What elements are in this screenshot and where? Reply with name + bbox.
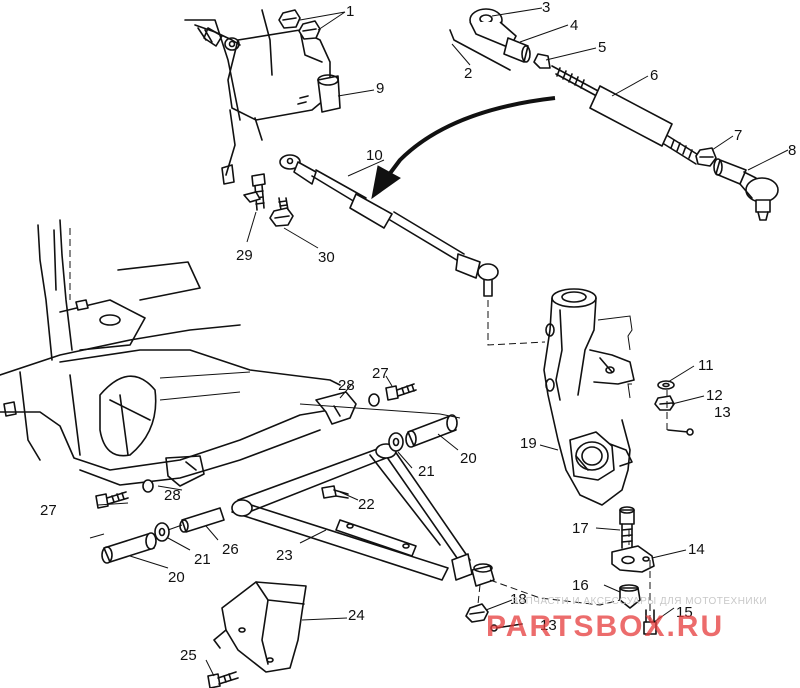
cotter-pin-13-bottom — [490, 623, 523, 632]
callout-22: 22 — [358, 496, 375, 513]
nut-7 — [695, 147, 717, 167]
bracket-connector-lines — [597, 315, 633, 399]
washer-28-upper — [368, 393, 380, 407]
callout-4: 4 — [570, 17, 578, 34]
callout-15: 15 — [676, 604, 693, 621]
bolt-30 — [269, 197, 294, 227]
sleeve-20-lower — [101, 532, 157, 564]
callout-8: 8 — [788, 142, 796, 159]
callout-26: 26 — [222, 541, 239, 558]
callout-24: 24 — [348, 607, 365, 624]
callout-6: 6 — [650, 67, 658, 84]
callout-13-bottom: 13 — [540, 617, 557, 634]
curved-arrow — [371, 96, 556, 200]
sleeve-26 — [179, 507, 225, 533]
tie-rod-to-spindle-line — [487, 300, 546, 346]
callout-25: 25 — [180, 647, 197, 664]
tie-rod-sleeve — [551, 65, 701, 165]
ball-joint-16 — [619, 584, 641, 609]
plate-14 — [611, 545, 655, 573]
bolt-15 — [643, 609, 657, 635]
washer-11 — [657, 380, 675, 390]
bolt-29 — [243, 173, 266, 211]
cotter-pin-13-top — [667, 428, 694, 436]
tie-rod-end-outer — [713, 158, 779, 221]
watermark: ЗАПЧАСТИ И АКСЕССУАРЫ ДЛЯ МОТОТЕХНИКИ PA… — [486, 596, 767, 643]
washer-28-lower — [142, 479, 154, 493]
spindle-19 — [543, 288, 635, 506]
sleeve-20-upper — [405, 414, 458, 448]
callout-2: 2 — [464, 65, 472, 82]
watermark-tagline: ЗАПЧАСТИ И АКСЕССУАРЫ ДЛЯ МОТОТЕХНИКИ — [512, 596, 767, 607]
callout-9: 9 — [376, 80, 384, 97]
callout-numbers: 1 2 3 4 5 6 7 8 9 10 11 12 13 13 14 15 1… — [40, 0, 796, 664]
bolt-27-lower — [95, 491, 129, 509]
callout-20-upper: 20 — [460, 450, 477, 467]
watermark-site: PARTSBOX.RU — [486, 610, 724, 643]
callout-1: 1 — [346, 3, 354, 20]
callout-16: 16 — [572, 577, 589, 594]
callout-28-upper: 28 — [338, 377, 355, 394]
bolt-17 — [619, 506, 635, 549]
bolt-25 — [207, 671, 239, 688]
bracket-2-line — [449, 29, 511, 71]
callout-10: 10 — [366, 147, 383, 164]
callout-5: 5 — [598, 39, 606, 56]
callout-20-lower: 20 — [168, 569, 185, 586]
callout-28-lower: 28 — [164, 487, 181, 504]
callout-27-lower: 27 — [40, 502, 57, 519]
callout-14: 14 — [688, 541, 705, 558]
spindle-lower-guide — [628, 530, 651, 622]
tie-rod-end-inner — [469, 8, 551, 69]
callout-17: 17 — [572, 520, 589, 537]
skid-plate-24 — [213, 581, 307, 673]
nut-12 — [654, 395, 675, 411]
callout-21-upper: 21 — [418, 463, 435, 480]
a-arm-to-spindle-line — [489, 579, 621, 606]
callout-29: 29 — [236, 247, 253, 264]
a-arm-nut-guide — [477, 584, 481, 605]
pivot-axis-lines — [89, 403, 461, 539]
callout-27-upper: 27 — [372, 365, 389, 382]
washer-21-lower — [154, 522, 170, 542]
callout-19: 19 — [520, 435, 537, 452]
leader-lines — [97, 7, 789, 677]
callout-21-lower: 21 — [194, 551, 211, 568]
callout-30: 30 — [318, 249, 335, 266]
vehicle-frame — [0, 219, 341, 487]
a-arm-23 — [231, 443, 495, 587]
callout-18: 18 — [510, 591, 527, 608]
callout-13-top: 13 — [714, 404, 731, 421]
callout-3: 3 — [542, 0, 550, 16]
bolt-27-upper — [385, 383, 417, 401]
washer-21-upper — [388, 432, 404, 452]
callout-11: 11 — [698, 357, 714, 374]
nut-18 — [465, 603, 489, 623]
steering-post-assembly — [184, 9, 341, 185]
callout-7: 7 — [734, 127, 742, 144]
callout-23: 23 — [276, 547, 293, 564]
bracket-28-upper — [315, 391, 357, 425]
bolt-22 — [321, 485, 349, 499]
callout-12: 12 — [706, 387, 723, 404]
tie-rod-10 — [279, 154, 499, 297]
